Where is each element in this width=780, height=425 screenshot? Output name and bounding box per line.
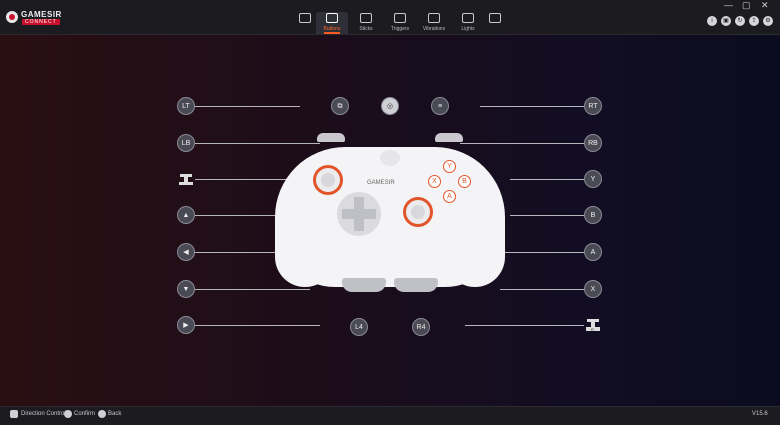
- dpad-left-button[interactable]: ◀: [177, 243, 195, 261]
- rt-button[interactable]: RT: [584, 97, 602, 115]
- buttons-icon: [326, 13, 338, 23]
- tab-bar: Buttons Sticks Triggers Vibrations Light…: [296, 12, 506, 34]
- tab-lights[interactable]: Lights: [452, 12, 484, 34]
- left-stick-icon[interactable]: [177, 170, 195, 188]
- face-button-x: X: [428, 175, 441, 188]
- connector-line: [195, 325, 320, 326]
- svg-text:R: R: [591, 327, 594, 332]
- controller-icon: [299, 13, 311, 23]
- view-button[interactable]: ⧉: [331, 97, 349, 115]
- rb-button[interactable]: RB: [584, 134, 602, 152]
- a-button[interactable]: A: [584, 243, 602, 261]
- direction-control-hint: Direction Control: [21, 411, 66, 417]
- app-brand: GAMESIR: [21, 10, 62, 19]
- connector-line: [195, 215, 335, 216]
- tab-label: Buttons: [323, 26, 341, 32]
- tab-buttons[interactable]: Buttons: [316, 12, 348, 34]
- face-button-b: B: [458, 175, 471, 188]
- maximize-button[interactable]: ▢: [742, 0, 751, 10]
- l4-paddle: [342, 278, 386, 292]
- connector-line: [500, 289, 584, 290]
- controller-illustration: Y X B A GAMESIR: [275, 133, 505, 287]
- controller-brand: GAMESIR: [367, 180, 395, 186]
- connector-line: [195, 143, 320, 144]
- connector-line: [465, 325, 584, 326]
- connector-line: [480, 106, 584, 107]
- b-hint-icon: [98, 410, 106, 418]
- tab-label: Vibrations: [422, 26, 446, 32]
- triggers-icon: [394, 13, 406, 23]
- tab-triggers[interactable]: Triggers: [384, 12, 416, 34]
- export-icon[interactable]: ⇪: [749, 16, 759, 26]
- settings-icon[interactable]: ⚙: [763, 16, 773, 26]
- b-button[interactable]: B: [584, 206, 602, 224]
- connector-line: [195, 252, 320, 253]
- save-icon[interactable]: ▣: [721, 16, 731, 26]
- version-label: V15.6: [752, 411, 768, 417]
- tab-controller[interactable]: [296, 12, 314, 34]
- l4-button[interactable]: L4: [350, 318, 368, 336]
- dpad: [337, 192, 381, 236]
- title-bar: GAMESIR CONNECT Buttons Sticks Triggers …: [0, 0, 780, 35]
- tab-label: Sticks: [359, 26, 373, 32]
- menu-button[interactable]: ≡: [431, 97, 449, 115]
- connector-line: [500, 252, 584, 253]
- right-stick: [403, 197, 433, 227]
- connector-line: [195, 106, 300, 107]
- close-button[interactable]: ✕: [761, 0, 769, 10]
- controller-logo-icon: [380, 150, 400, 166]
- back-paddles: [340, 278, 440, 294]
- vibrations-icon: [428, 13, 440, 23]
- left-stick: [313, 165, 343, 195]
- dpad-down-button[interactable]: ▼: [177, 280, 195, 298]
- info-icon[interactable]: i: [707, 16, 717, 26]
- sticks-icon: [360, 13, 372, 23]
- lb-button[interactable]: LB: [177, 134, 195, 152]
- face-button-y: Y: [443, 160, 456, 173]
- back-hint: Back: [108, 411, 122, 417]
- face-button-a: A: [443, 190, 456, 203]
- screen-icon: [489, 13, 501, 23]
- tab-sticks[interactable]: Sticks: [350, 12, 382, 34]
- connector-line: [510, 179, 584, 180]
- dpad-up-button[interactable]: ▲: [177, 206, 195, 224]
- right-stick-icon[interactable]: R: [584, 316, 602, 334]
- connector-line: [195, 289, 310, 290]
- home-button[interactable]: ◎: [381, 97, 399, 115]
- right-grip: [445, 225, 505, 287]
- tab-vibrations[interactable]: Vibrations: [418, 12, 450, 34]
- connector-line: [510, 215, 584, 216]
- connector-line: [195, 179, 320, 180]
- r4-paddle: [394, 278, 438, 292]
- lights-icon: [462, 13, 474, 23]
- tab-label: Triggers: [390, 26, 410, 32]
- dpad-right-button[interactable]: ▶: [177, 316, 195, 334]
- footer-bar: Direction Control Confirm Back V15.6: [0, 406, 780, 425]
- r4-button[interactable]: R4: [412, 318, 430, 336]
- confirm-hint: Confirm: [74, 411, 96, 417]
- x-button[interactable]: X: [584, 280, 602, 298]
- connector-line: [460, 143, 584, 144]
- app-brand-sub: CONNECT: [22, 19, 60, 25]
- y-button[interactable]: Y: [584, 170, 602, 188]
- lt-button[interactable]: LT: [177, 97, 195, 115]
- dpad-hint-icon: [10, 410, 18, 418]
- lb-bumper: [317, 133, 345, 142]
- gamesir-logo-icon: [6, 11, 18, 23]
- a-hint-icon: [64, 410, 72, 418]
- left-grip: [275, 225, 335, 287]
- refresh-icon[interactable]: ↻: [735, 16, 745, 26]
- rb-bumper: [435, 133, 463, 142]
- minimize-button[interactable]: —: [724, 0, 733, 10]
- tab-screen[interactable]: [486, 12, 504, 34]
- tab-label: Lights: [461, 26, 475, 32]
